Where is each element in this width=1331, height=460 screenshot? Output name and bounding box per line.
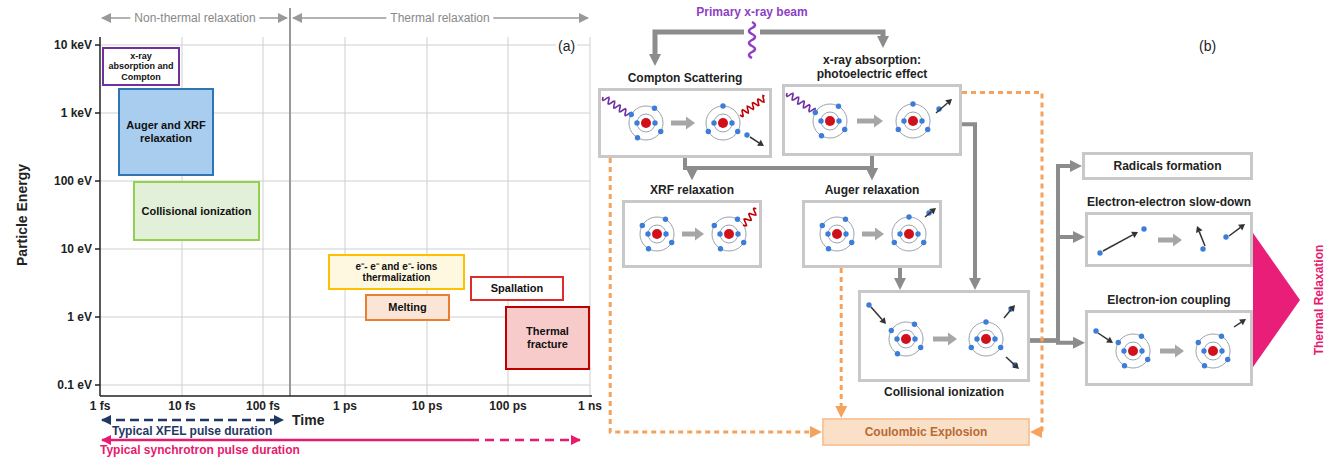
node-text: XRF relaxation [624,183,760,197]
wedge-polygon [1253,233,1300,367]
flow-connector [962,124,975,280]
atom-illustration [1088,313,1250,383]
process-panel: Collisional ionization [858,290,1030,402]
chart-label: (a) [556,39,577,53]
chart-label: 1 eV [67,310,92,324]
process-panel: Auger relaxation [802,180,942,268]
chart-label: (b) [1197,39,1218,53]
chart-label: 1 fs [90,399,111,413]
chart-label: Typical synchrotron pulse duration [100,443,300,457]
chart-label: Thermal relaxation [386,11,493,25]
node-text: Spallation [491,282,544,295]
process-span-box: Thermal fracture [505,306,590,370]
chart-label: 100 eV [54,174,92,188]
node-heading: Auger relaxation [802,180,942,200]
node-text: Compton Scattering [600,71,770,85]
process-panel: Electron-electron slow-down [1085,192,1253,267]
flow-connector [870,156,874,170]
node-heading: XRF relaxation [622,180,762,200]
chart-label: Primary x-ray beam [696,5,807,19]
node-text: Collisional ionization [860,385,1028,399]
process-panel: Compton Scattering [598,68,772,158]
illustration-frame [1085,212,1253,267]
chart-label: Typical XFEL pulse duration [112,424,272,438]
chart-label: Non-thermal relaxation [130,11,259,25]
node-text: Thermal fracture [509,325,586,350]
chart-label: 1 ns [578,399,602,413]
chart-label: 1 keV [61,106,92,120]
chart-label: 10 eV [61,242,92,256]
process-box: Coulombic Explosion [822,418,1030,446]
illustration-frame [1085,310,1253,386]
node-text: Auger and XRF relaxation [122,119,210,144]
atom-illustration [785,87,959,153]
flow-connector [898,268,902,280]
flow-connector [1030,166,1072,340]
flow-connector [692,156,872,170]
process-panel: XRF relaxation [622,180,762,268]
relaxation-wedge: Thermal Relaxation [1253,225,1331,375]
process-panel: Electron-ion coupling [1085,290,1253,386]
process-span-box: Melting [365,294,450,321]
dashed-connector [840,268,843,408]
atom-illustration [625,203,759,265]
illustration-frame [858,290,1030,382]
process-box: Radicals formation [1082,152,1253,180]
chart-label: Time [292,413,324,427]
node-heading: Collisional ionization [858,382,1030,402]
node-text: Collisional ionization [142,205,252,218]
atom-illustration [1088,215,1250,264]
chart-label: 10 keV [54,38,92,52]
node-heading: x-ray absorption: photoelectric effect [782,50,962,84]
node-text: x-ray absorption: photoelectric effect [784,53,960,81]
process-span-box: e⁻- e⁻ and e⁻- ions thermalization [328,254,465,290]
chart-label: Particle Energy [15,164,29,266]
chart-label: 10 fs [168,399,195,413]
node-text: Electron-ion coupling [1087,293,1251,307]
node-text: Thermal Relaxation [1312,245,1326,356]
process-span-box: Collisional ionization [133,181,260,241]
node-text: e⁻- e⁻ and e⁻- ions thermalization [332,261,461,284]
process-span-box: Auger and XRF relaxation [118,88,214,176]
node-text: Electron-electron slow-down [1087,195,1251,209]
chart-label: 10 ps [412,399,443,413]
process-panel: x-ray absorption: photoelectric effect [782,50,962,156]
illustration-frame [782,84,962,156]
atom-illustration [805,203,939,265]
node-text: Melting [388,301,427,314]
chart-label: 1 ps [333,399,357,413]
node-heading: Electron-electron slow-down [1085,192,1253,212]
process-span-box: x-ray absorption and Compton [102,47,180,86]
node-heading: Electron-ion coupling [1085,290,1253,310]
illustration-frame [598,88,772,158]
chart-label: 0.1 eV [57,378,92,392]
node-heading: Compton Scattering [598,68,772,88]
illustration-frame [622,200,762,268]
flow-connector [1030,237,1075,340]
node-text: Auger relaxation [804,183,940,197]
atom-illustration [601,91,769,155]
flow-connector [1030,340,1075,342]
dashed-connector [610,158,812,432]
chart-label: 100 ps [489,399,526,413]
node-text: Radicals formation [1089,159,1246,173]
process-span-box: Spallation [470,276,564,301]
atom-illustration [861,293,1027,379]
node-text: Coulombic Explosion [828,425,1024,439]
node-text: x-ray absorption and Compton [106,51,176,82]
illustration-frame [802,200,942,268]
chart-label: 100 fs [246,399,280,413]
